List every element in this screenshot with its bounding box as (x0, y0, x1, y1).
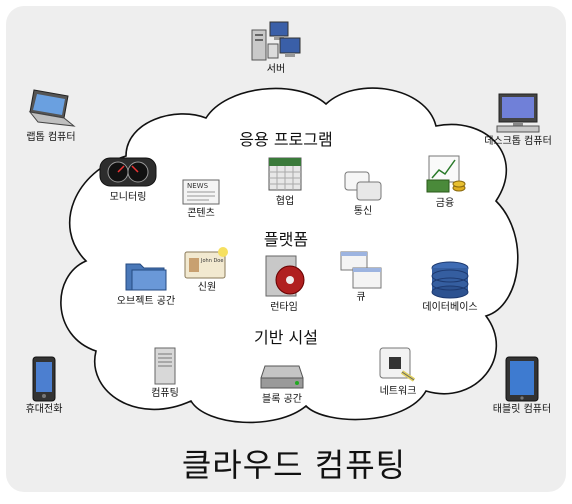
money-chart-icon (426, 155, 466, 193)
phone-label: 휴대전화 (25, 404, 63, 415)
diagram-canvas: 응용 프로그램 플랫폼 기반 시설 서버 랩톱 컴퓨터 데 (6, 6, 566, 492)
diagram-title: 클라우드 컴퓨팅 (181, 446, 407, 484)
folder-icon (125, 263, 167, 291)
server-tower-icon (154, 347, 176, 385)
phone-icon (32, 356, 56, 402)
dashboard-gauge-icon (99, 157, 157, 187)
chat-bubbles-icon (344, 171, 382, 201)
server-label: 서버 (266, 64, 286, 75)
database-icon (431, 261, 469, 299)
id-card-icon: John Doe (184, 247, 228, 279)
compute-label: 컴퓨팅 (151, 388, 179, 399)
section-applications: 응용 프로그램 (239, 130, 333, 149)
software-box-icon (265, 255, 305, 297)
device-laptop: 랩톱 컴퓨터 (16, 86, 86, 144)
hard-drive-icon (260, 365, 304, 389)
device-desktop: 데스크톱 컴퓨터 (476, 90, 560, 148)
desktop-icon (496, 93, 540, 133)
section-infrastructure: 기반 시설 (254, 328, 318, 347)
app-monitoring: 모니터링 (98, 154, 158, 204)
cloud-shape (60, 87, 519, 424)
device-server: 서버 (246, 20, 306, 76)
device-phone: 휴대전화 (16, 356, 72, 416)
desktop-label: 데스크톱 컴퓨터 (484, 136, 552, 147)
tablet-label: 태블릿 컴퓨터 (492, 404, 552, 415)
platform-database: 데이터베이스 (410, 260, 490, 314)
app-content: NEWS 콘텐츠 (176, 178, 226, 220)
network-label: 네트워크 (379, 386, 417, 397)
newspaper-text: NEWS (187, 182, 209, 190)
newspaper-icon: NEWS (182, 179, 220, 205)
laptop-icon (28, 89, 76, 127)
calendar-icon (268, 157, 302, 191)
laptop-label: 랩톱 컴퓨터 (26, 132, 76, 143)
infra-block-storage: 블록 공간 (252, 362, 312, 406)
id-card-text: John Doe (200, 258, 223, 264)
collaboration-label: 협업 (275, 196, 295, 207)
app-finance: 금융 (420, 154, 470, 210)
window-stack-icon (340, 251, 382, 289)
server-icon (251, 21, 301, 61)
content-label: 콘텐츠 (187, 208, 215, 219)
app-collaboration: 협업 (260, 154, 310, 208)
object-storage-label: 오브젝트 공간 (116, 296, 176, 307)
platform-identity: John Doe 신원 (182, 246, 232, 294)
app-communication: 통신 (338, 170, 388, 218)
platform-object-storage: 오브젝트 공간 (110, 258, 182, 308)
platform-queue: 큐 (336, 250, 386, 304)
block-storage-label: 블록 공간 (262, 394, 302, 405)
tablet-icon (505, 356, 539, 402)
finance-label: 금융 (435, 198, 455, 209)
identity-label: 신원 (197, 282, 217, 293)
section-platform: 플랫폼 (263, 230, 309, 249)
runtime-label: 런타임 (270, 302, 298, 313)
network-port-icon (379, 347, 416, 382)
infra-network: 네트워크 (368, 344, 428, 398)
platform-runtime: 런타임 (256, 252, 312, 314)
communication-label: 통신 (353, 206, 373, 217)
infra-compute: 컴퓨팅 (140, 346, 190, 400)
database-label: 데이터베이스 (422, 302, 478, 313)
queue-label: 큐 (356, 292, 366, 303)
device-tablet: 태블릿 컴퓨터 (482, 356, 562, 416)
monitoring-label: 모니터링 (109, 192, 147, 203)
